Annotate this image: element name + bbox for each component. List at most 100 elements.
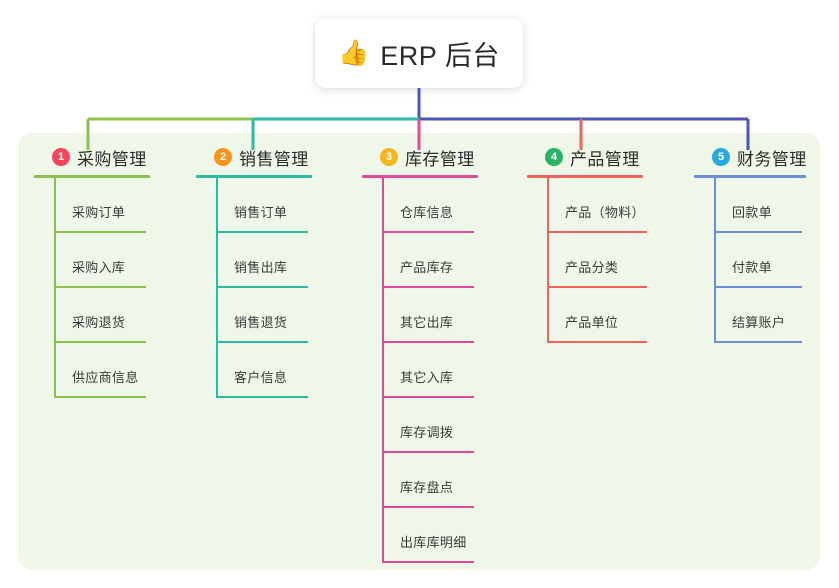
branch-item[interactable]: 客户信息 [216, 343, 312, 398]
branch-item[interactable]: 库存调拨 [382, 398, 478, 453]
branch-item-underline [547, 341, 647, 343]
branch-number-badge: 3 [380, 148, 398, 166]
branch-item-underline [382, 286, 474, 288]
branch-item[interactable]: 其它入库 [382, 343, 478, 398]
root-node-content: 👍 ERP 后台 [338, 34, 500, 73]
branch-item[interactable]: 结算账户 [714, 288, 807, 343]
thumbs-up-emoji: 👍 [338, 38, 370, 67]
branch-item-label: 出库库明细 [400, 535, 467, 550]
branch-item-label: 库存调拨 [400, 425, 454, 440]
branch-item-label: 产品库存 [400, 260, 454, 275]
branch-item-underline [714, 341, 802, 343]
branch-title: 采购管理 [77, 149, 147, 169]
branch-items: 回款单付款单结算账户 [694, 178, 807, 343]
branch-2[interactable]: 2 销售管理销售订单销售出库销售退货客户信息 [196, 146, 312, 398]
branch-header-1[interactable]: 1 采购管理 [34, 146, 150, 169]
branch-item[interactable]: 供应商信息 [54, 343, 150, 398]
branch-item[interactable]: 出库库明细 [382, 508, 478, 563]
branch-item-label: 回款单 [732, 205, 772, 220]
branch-item[interactable]: 其它出库 [382, 288, 478, 343]
branch-item-label: 付款单 [732, 260, 772, 275]
branch-item-underline [382, 341, 474, 343]
branch-item-underline [382, 231, 474, 233]
branch-spine [714, 178, 716, 343]
branch-item-label: 销售退货 [234, 315, 288, 330]
branch-item-label: 其它入库 [400, 370, 454, 385]
branch-item[interactable]: 产品分类 [547, 233, 647, 288]
branch-item[interactable]: 采购入库 [54, 233, 150, 288]
branch-4[interactable]: 4 产品管理产品（物料） 产品分类产品单位 [527, 146, 647, 343]
branch-item-underline [382, 561, 474, 563]
diagram-background-panel [18, 133, 820, 570]
branch-item-label: 产品分类 [565, 260, 619, 275]
branch-item-label: 销售出库 [234, 260, 288, 275]
branch-item-label: 仓库信息 [400, 205, 454, 220]
branch-1[interactable]: 1 采购管理采购订单采购入库采购退货供应商信息 [34, 146, 150, 398]
branch-underline [362, 175, 478, 178]
branch-item-underline [216, 341, 308, 343]
branch-title: 财务管理 [737, 149, 807, 169]
branch-number-badge: 4 [545, 148, 563, 166]
branch-item-label: 产品（物料） [565, 205, 645, 220]
branch-item-underline [216, 286, 308, 288]
branch-spine [216, 178, 218, 398]
branch-items: 产品（物料） 产品分类产品单位 [527, 178, 647, 343]
branch-5[interactable]: 5 财务管理回款单付款单结算账户 [694, 146, 807, 343]
branch-spine [382, 178, 384, 563]
branch-header-5[interactable]: 5 财务管理 [694, 146, 807, 169]
branch-item-underline [382, 451, 474, 453]
branch-header-3[interactable]: 3 库存管理 [362, 146, 478, 169]
branch-item[interactable]: 销售出库 [216, 233, 312, 288]
root-node-card[interactable]: 👍 ERP 后台 [315, 18, 523, 88]
branch-item[interactable]: 产品库存 [382, 233, 478, 288]
branch-item-label: 销售订单 [234, 205, 288, 220]
branch-item-label: 客户信息 [234, 370, 288, 385]
branch-item-underline [54, 286, 146, 288]
branch-number-badge: 2 [214, 148, 232, 166]
branch-item-label: 供应商信息 [72, 370, 139, 385]
branch-item[interactable]: 仓库信息 [382, 178, 478, 233]
branch-item-underline [54, 231, 146, 233]
branch-item[interactable]: 采购订单 [54, 178, 150, 233]
branch-item-underline [714, 286, 802, 288]
branch-item-label: 其它出库 [400, 315, 454, 330]
branch-item-label: 采购订单 [72, 205, 126, 220]
branch-items: 销售订单销售出库销售退货客户信息 [196, 178, 312, 398]
branch-item-underline [547, 286, 647, 288]
branch-item[interactable]: 回款单 [714, 178, 807, 233]
branch-underline [196, 175, 312, 178]
branch-item-underline [382, 396, 474, 398]
branch-underline [527, 175, 643, 178]
branch-title: 库存管理 [405, 149, 475, 169]
branch-item[interactable]: 采购退货 [54, 288, 150, 343]
branch-item-underline [382, 506, 474, 508]
branch-item-underline [216, 396, 308, 398]
branch-item-label: 产品单位 [565, 315, 619, 330]
branch-item-label: 结算账户 [732, 315, 786, 330]
branch-item-label: 库存盘点 [400, 480, 454, 495]
branch-underline [34, 175, 150, 178]
branch-title: 产品管理 [570, 149, 640, 169]
branch-item[interactable]: 销售订单 [216, 178, 312, 233]
branch-item-underline [547, 231, 647, 233]
branch-number-badge: 1 [52, 148, 70, 166]
branch-spine [547, 178, 549, 343]
branch-item-label: 采购入库 [72, 260, 126, 275]
branch-item-underline [54, 341, 146, 343]
branch-header-2[interactable]: 2 销售管理 [196, 146, 312, 169]
branch-number-badge: 5 [712, 148, 730, 166]
branch-item[interactable]: 库存盘点 [382, 453, 478, 508]
branch-item-label: 采购退货 [72, 315, 126, 330]
branch-item[interactable]: 产品单位 [547, 288, 647, 343]
branch-item[interactable]: 销售退货 [216, 288, 312, 343]
branch-header-4[interactable]: 4 产品管理 [527, 146, 643, 169]
branch-title: 销售管理 [239, 149, 309, 169]
branch-item[interactable]: 产品（物料） [547, 178, 647, 233]
branch-3[interactable]: 3 库存管理仓库信息产品库存其它出库其它入库库存调拨库存盘点出库库明细 [362, 146, 478, 563]
branch-spine [54, 178, 56, 398]
branch-item[interactable]: 付款单 [714, 233, 807, 288]
branch-item-underline [216, 231, 308, 233]
branch-items: 仓库信息产品库存其它出库其它入库库存调拨库存盘点出库库明细 [362, 178, 478, 563]
branch-underline [694, 175, 806, 178]
